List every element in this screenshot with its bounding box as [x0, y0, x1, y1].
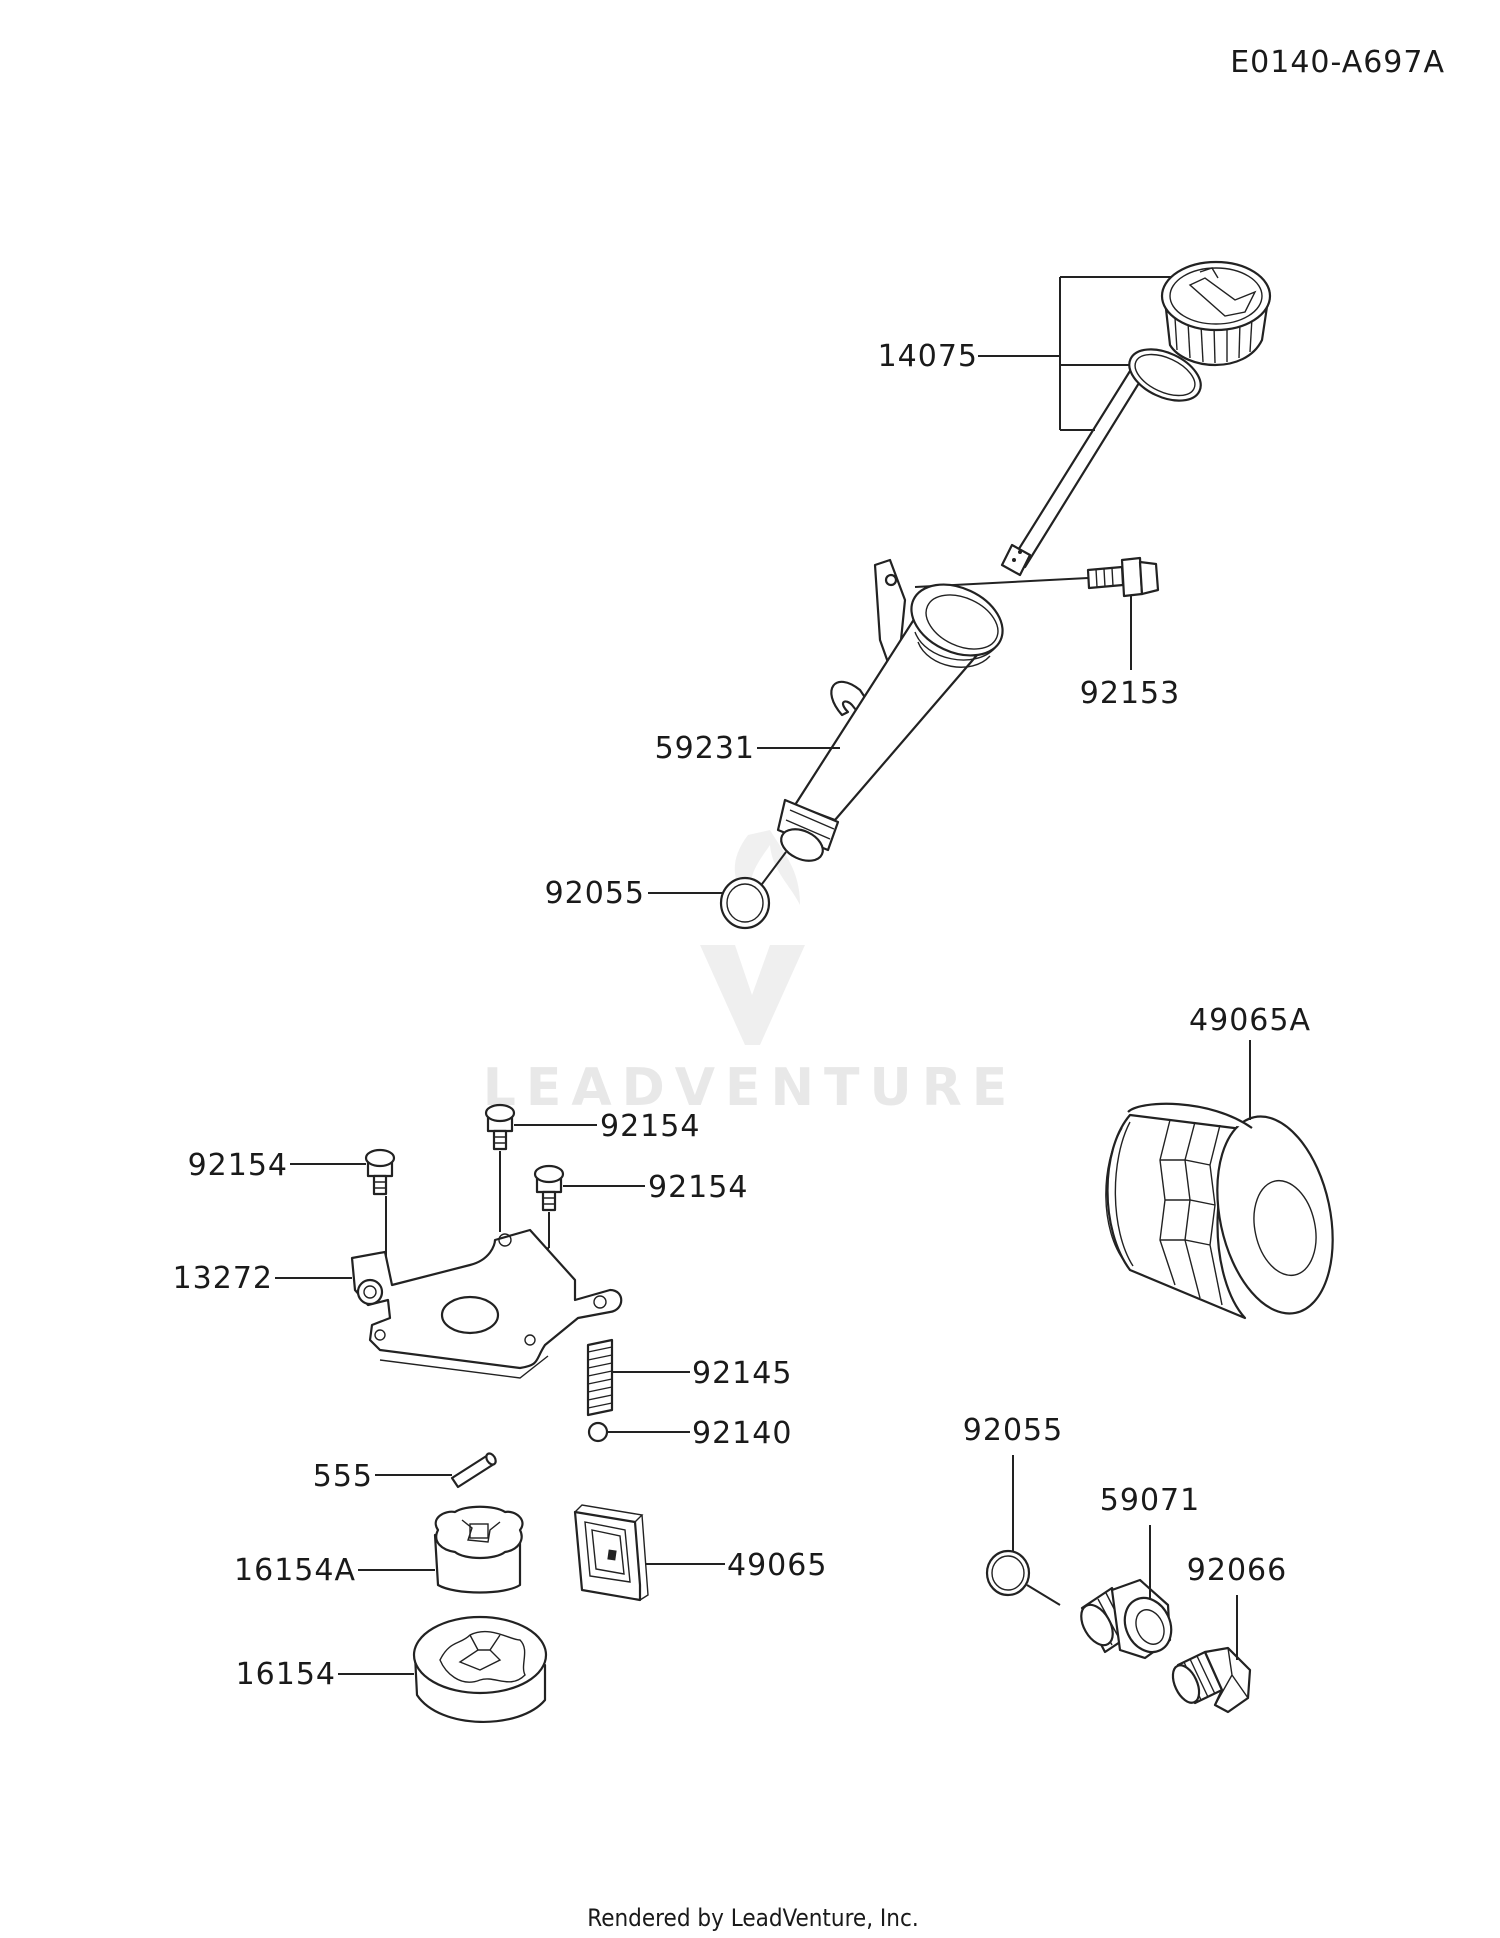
- bolt-92154-middle-part[interactable]: [484, 1103, 516, 1151]
- oil-filler-tube-part[interactable]: [776, 558, 1014, 867]
- label-92145[interactable]: 92145: [692, 1356, 792, 1391]
- label-555[interactable]: 555: [313, 1459, 373, 1494]
- gasket-part[interactable]: [573, 1504, 649, 1602]
- washer-92055-bottom-part[interactable]: [985, 1549, 1031, 1597]
- inner-rotor-part[interactable]: [433, 1505, 524, 1594]
- label-92154-left[interactable]: 92154: [188, 1148, 288, 1183]
- label-14075[interactable]: 14075: [878, 339, 978, 374]
- dipstick-part[interactable]: [1000, 260, 1272, 577]
- label-13272[interactable]: 13272: [173, 1261, 273, 1296]
- pump-cover-plate-part[interactable]: [350, 1228, 623, 1379]
- drain-plug-part[interactable]: [1168, 1646, 1252, 1714]
- leader-92055-bottom: [1012, 1455, 1061, 1606]
- label-59231[interactable]: 59231: [655, 731, 755, 766]
- label-16154A[interactable]: 16154A: [234, 1553, 356, 1588]
- pin-part[interactable]: [450, 1452, 498, 1489]
- drain-fitting-part[interactable]: [1075, 1578, 1180, 1660]
- leader-92055-top: [648, 851, 787, 894]
- label-92055-top[interactable]: 92055: [545, 876, 645, 911]
- footer-credit: Rendered by LeadVenture, Inc.: [587, 1904, 918, 1932]
- label-59071[interactable]: 59071: [1100, 1483, 1200, 1518]
- bolt-92154-right-part[interactable]: [533, 1164, 565, 1212]
- diagram-code: E0140-A697A: [1230, 45, 1445, 80]
- watermark-logo: LEADVENTURE: [483, 830, 1018, 1118]
- washer-92055-top-part[interactable]: [719, 876, 771, 930]
- bolt-92154-left-part[interactable]: [364, 1148, 396, 1196]
- label-16154[interactable]: 16154: [236, 1657, 336, 1692]
- ball-part[interactable]: [587, 1421, 609, 1443]
- label-92153[interactable]: 92153: [1080, 676, 1180, 711]
- label-49065[interactable]: 49065: [727, 1548, 827, 1583]
- leader-14075: [978, 276, 1172, 431]
- label-92055-bottom[interactable]: 92055: [963, 1413, 1063, 1448]
- oil-filter-part[interactable]: [1105, 1102, 1350, 1324]
- label-49065A[interactable]: 49065A: [1189, 1003, 1311, 1038]
- label-92140[interactable]: 92140: [692, 1416, 792, 1451]
- label-92154-right[interactable]: 92154: [648, 1170, 748, 1205]
- watermark-text: LEADVENTURE: [483, 1058, 1018, 1118]
- bolt-92153-part[interactable]: [1086, 556, 1160, 598]
- spring-part[interactable]: [586, 1338, 614, 1417]
- label-92066[interactable]: 92066: [1187, 1553, 1287, 1588]
- outer-rotor-part[interactable]: [412, 1615, 548, 1723]
- label-92154-middle[interactable]: 92154: [600, 1109, 700, 1144]
